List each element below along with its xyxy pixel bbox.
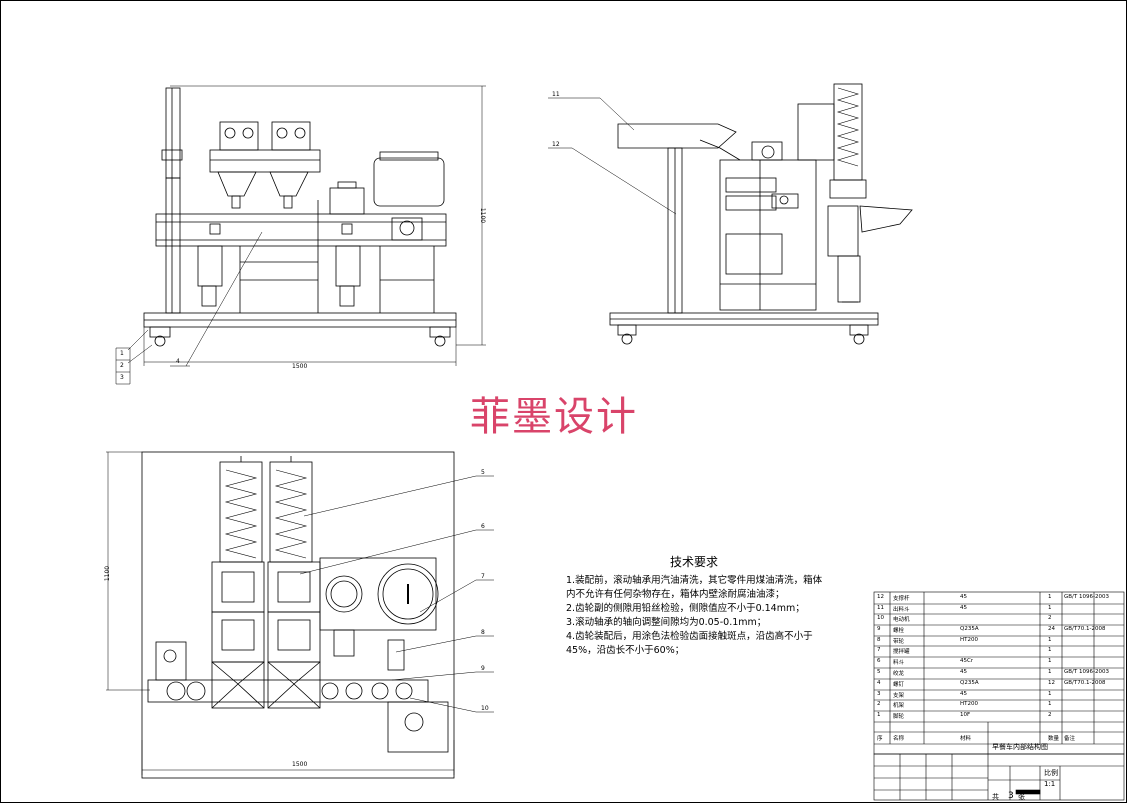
bom-cell-note: GB/T70.1-2008 — [1064, 626, 1106, 632]
bom-cell-no: 5 — [877, 669, 881, 675]
sheet-prefix: 共 — [992, 793, 999, 801]
top-view — [106, 451, 494, 779]
bom-cell-no: 12 — [877, 594, 884, 600]
bom-cell-no: 6 — [877, 658, 881, 664]
bom-header-name: 名称 — [893, 736, 905, 742]
technical-requirements-title: 技术要求 — [670, 555, 719, 569]
bom-cell-name: 带轮 — [893, 639, 905, 645]
balloon-label: 4 — [176, 358, 180, 365]
bom-cell-qty: 12 — [1048, 680, 1055, 686]
sheet-count: 3 — [1008, 791, 1014, 801]
bom-cell-name: 脚轮 — [893, 714, 905, 720]
bom-cell-no: 4 — [877, 680, 881, 686]
sheet-unit: 张 — [1018, 793, 1025, 801]
bom-cell-qty: 1 — [1048, 637, 1052, 643]
balloon-label: 9 — [481, 665, 485, 672]
bom-cell-no: 8 — [877, 637, 881, 643]
bom-cell-material: 45 — [960, 605, 967, 611]
front-view — [115, 85, 486, 385]
bom-header-qty: 数量 — [1048, 736, 1060, 742]
bom-cell-qty: 24 — [1048, 626, 1055, 632]
balloon-label: 5 — [481, 469, 485, 476]
bom-cell-material: HT200 — [960, 701, 978, 707]
bom-cell-name: 螺钉 — [893, 682, 905, 688]
scale-label: 比例 — [1044, 769, 1058, 777]
bom-cell-qty: 1 — [1048, 594, 1052, 600]
tech-requirement-line: 2.齿轮副的侧隙用铅丝检验，侧隙值应不小于0.14mm； — [566, 603, 805, 614]
bom-cell-note: GB/T 1096-2003 — [1064, 669, 1109, 675]
bom-cell-material: HT200 — [960, 637, 978, 643]
bom-cell-qty: 1 — [1048, 658, 1052, 664]
bom-cell-name: 机架 — [893, 703, 905, 709]
bom-cell-qty: 2 — [1048, 712, 1052, 718]
bom-cell-qty: 1 — [1048, 647, 1052, 653]
bom-cell-no: 1 — [877, 712, 881, 718]
balloon-label: 8 — [481, 629, 485, 636]
bom-cell-qty: 1 — [1048, 701, 1052, 707]
bom-cell-no: 7 — [877, 647, 881, 653]
balloon-label: 1 — [120, 350, 124, 357]
bom-cell-no: 9 — [877, 626, 881, 632]
balloon-label: 10 — [481, 705, 489, 712]
tech-requirement-line: 内不允许有任何杂物存在，箱体内壁涂耐腐油油漆； — [566, 589, 785, 600]
balloon-label: 12 — [552, 141, 560, 148]
dimension-label: 1100 — [479, 207, 487, 224]
side-view — [548, 83, 913, 345]
bom-cell-no: 10 — [877, 615, 884, 621]
bom-cell-name: 电动机 — [893, 617, 910, 623]
bom-cell-name: 支架 — [893, 693, 905, 699]
title-block — [873, 722, 1125, 801]
bom-cell-note: GB/T 1096-2003 — [1064, 594, 1109, 600]
balloon-label: 6 — [481, 523, 485, 530]
bom-cell-material: Q235A — [960, 626, 979, 632]
balloon-label: 7 — [481, 573, 485, 580]
bom-cell-name: 绞龙 — [893, 671, 905, 677]
bom-cell-qty: 1 — [1048, 669, 1052, 675]
bom-cell-name: 支撑杆 — [893, 596, 910, 602]
bom-cell-name: 搅拌罐 — [893, 649, 910, 655]
bom-cell-no: 2 — [877, 701, 881, 707]
balloon-label: 2 — [120, 362, 124, 369]
bom-header-note: 备注 — [1064, 736, 1076, 742]
bom-cell-note: GB/T70.1-2008 — [1064, 680, 1106, 686]
bom-cell-material: 45 — [960, 669, 967, 675]
bom-cell-name: 出料斗 — [893, 607, 910, 613]
bom-header-no: 序 — [877, 736, 883, 742]
dimension-label: 1500 — [292, 363, 308, 370]
watermark-text: 菲墨设计 — [470, 394, 638, 440]
tech-requirement-line: 4.齿轮装配后，用涂色法检验齿面接触斑点，沿齿高不小于 — [566, 631, 813, 642]
scale-value: 1:1 — [1044, 780, 1056, 788]
bom-cell-qty: 2 — [1048, 615, 1052, 621]
bom-cell-material: 45Cr — [960, 658, 974, 664]
bom-cell-material: 10F — [960, 712, 971, 718]
tech-requirement-line: 45%，沿齿长不小于60%； — [566, 645, 685, 656]
bom-cell-name: 料斗 — [893, 660, 905, 666]
bom-table — [873, 591, 1125, 755]
dimension-label: 1100 — [104, 565, 112, 582]
bom-cell-material: 45 — [960, 594, 967, 600]
bom-cell-qty: 1 — [1048, 691, 1052, 697]
bom-cell-name: 螺栓 — [893, 628, 905, 634]
bom-cell-no: 3 — [877, 691, 881, 697]
bom-cell-no: 11 — [877, 605, 884, 611]
bom-cell-qty: 1 — [1048, 605, 1052, 611]
balloon-label: 11 — [552, 91, 560, 98]
tech-requirement-line: 3.滚动轴承的轴向调整间隙均为0.05-0.1mm； — [566, 617, 767, 628]
bom-cell-material: 45 — [960, 691, 967, 697]
balloon-label: 3 — [120, 374, 124, 381]
bom-header-material: 材料 — [960, 736, 972, 742]
tech-requirement-line: 1.装配前，滚动轴承用汽油清洗，其它零件用煤油清洗，箱体 — [566, 575, 823, 586]
drawing-title: 早餐车内部结构图 — [992, 743, 1048, 751]
bom-cell-material: Q235A — [960, 680, 979, 686]
dimension-label: 1500 — [292, 761, 308, 768]
